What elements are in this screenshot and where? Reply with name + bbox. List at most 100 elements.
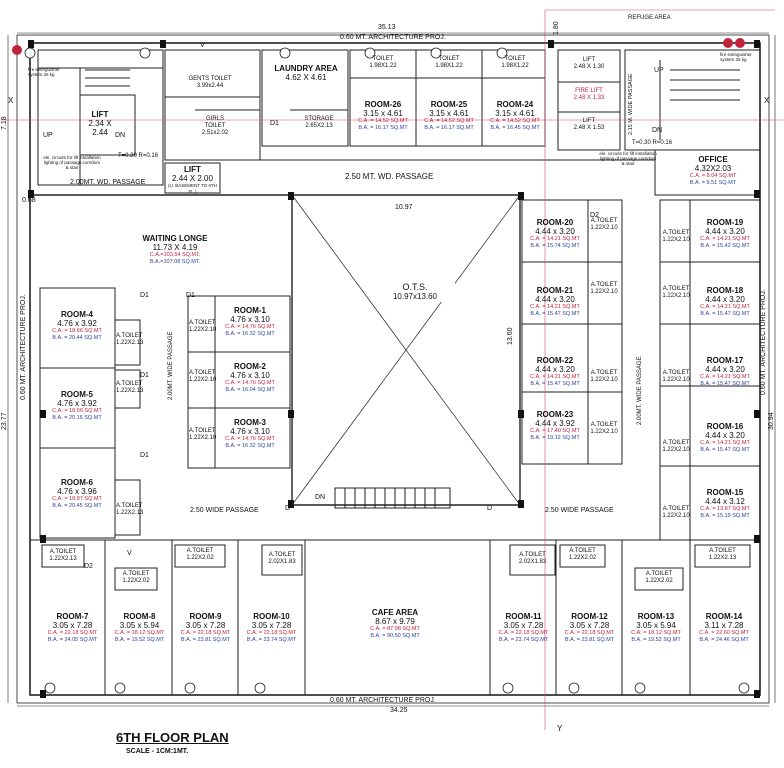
passage-bottom-right: 2.50 WIDE PASSAGE <box>545 507 614 514</box>
elec-note-left: ele. circuits for lift installation ligh… <box>43 155 101 170</box>
proj-top: 0.60 MT. ARCHITECTURE PROJ. <box>340 34 446 41</box>
window-marker <box>568 682 580 694</box>
dim-top-right: 1.80 <box>553 21 560 35</box>
page-title: 6TH FLOOR PLAN <box>116 730 229 745</box>
ots: O.T.S. 10.97x13.60 <box>375 282 455 302</box>
fire-extinguisher-icon <box>12 45 22 55</box>
axis-y-mark: Y <box>557 724 563 733</box>
proj-right: 0.60 MT. ARCHITECTURE PROJ. <box>760 289 767 395</box>
window-marker <box>364 47 376 59</box>
fire-note-left: fire extinguisher system 25 kg <box>28 67 60 77</box>
window-marker <box>139 47 151 59</box>
proj-left: 0.60 MT. ARCHITECTURE PROJ. <box>20 294 27 400</box>
projection-line <box>16 34 770 704</box>
passage-bottom-left: 2.50 WIDE PASSAGE <box>190 507 259 514</box>
vent-mark: V <box>200 42 205 49</box>
axis-x-mark: X <box>8 96 14 105</box>
passage-left-mid: 2.00MT. WIDE PASSAGE <box>168 331 174 400</box>
door-mark: D1 <box>140 292 149 299</box>
stair-up-label: UP <box>43 132 53 139</box>
window-marker <box>738 682 750 694</box>
vent-mark: V <box>127 550 132 557</box>
window-marker <box>496 47 508 59</box>
door-mark: D2 <box>590 212 599 219</box>
window-marker <box>24 47 36 59</box>
lift-left: LIFT 2.34 X 2.44 <box>88 110 112 138</box>
elec-note-right: ele. circuits for lift installation ligh… <box>599 151 657 166</box>
scale-label: SCALE - 1CM:1MT. <box>126 748 189 755</box>
dim-left: 23.77 <box>1 412 8 430</box>
door-mark: D1 <box>140 452 149 459</box>
door-mark: D1 <box>270 120 279 127</box>
dim-top: 35.13 <box>378 24 396 31</box>
dim-left-top: 7.18 <box>1 116 8 130</box>
window-marker <box>44 682 56 694</box>
window-marker <box>634 682 646 694</box>
dim-bottom: 34.25 <box>390 707 408 714</box>
lift-right-note: T=0.30 R=0.16 <box>632 140 673 146</box>
window-marker <box>279 47 291 59</box>
fire-extinguisher-icon <box>723 38 733 48</box>
fire-extinguisher-icon <box>735 38 745 48</box>
door-mark: D1 <box>140 372 149 379</box>
refuge-label: REFUGE AREA <box>628 15 671 21</box>
door-mark: D <box>487 505 493 512</box>
window-marker <box>254 682 266 694</box>
passage-right-mid: 2.00MT. WIDE PASSAGE <box>637 356 643 425</box>
stair-dn-label: DN <box>115 132 126 139</box>
passage-top-left: 2.00MT. WD. PASSAGE <box>70 179 146 186</box>
stair-dn-label: DN <box>315 494 326 501</box>
lift-mid: LIFT 2.44 X 2.00 (U. BASEMENT TO 6TH FL.… <box>167 165 217 194</box>
window-marker <box>430 47 442 59</box>
passage-stair-right: 2.15 M. WIDE PASSAGE <box>628 73 634 135</box>
